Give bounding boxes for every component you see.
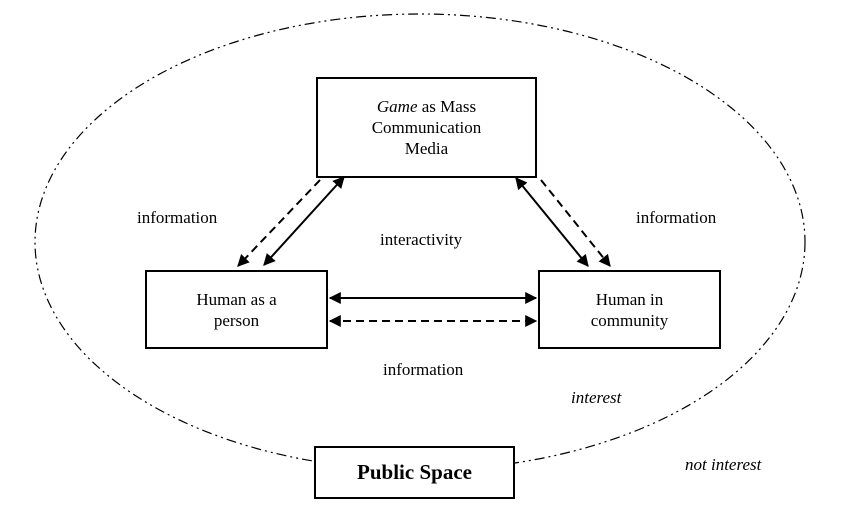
interactivity-label: interactivity xyxy=(380,230,463,249)
game-media-line1: as Mass xyxy=(417,97,477,116)
arrow-solid-game-community xyxy=(515,177,589,267)
arrow-dashed-game-to-person xyxy=(237,179,321,267)
arrow-dashed-game-to-community xyxy=(540,179,611,267)
human-community-line1: Human in xyxy=(595,289,664,309)
arrow-solid-game-person xyxy=(263,176,345,266)
human-community-box: Human in community xyxy=(538,270,721,349)
public-space-label: Public Space xyxy=(357,460,472,484)
interest-label: interest xyxy=(571,388,622,407)
right-information-label: information xyxy=(636,208,717,227)
bottom-information-label: information xyxy=(383,360,464,379)
human-community-line2: community xyxy=(590,310,669,330)
human-person-box: Human as a person xyxy=(145,270,328,349)
left-information-label: information xyxy=(137,208,218,227)
game-media-italic: Game xyxy=(376,97,418,116)
not-interest-label: not interest xyxy=(685,455,762,474)
public-space-box: Public Space xyxy=(314,446,515,499)
game-media-box: Game as Mass Communication Media xyxy=(316,77,537,178)
human-person-line1: Human as a xyxy=(196,289,277,309)
game-media-line3: Media xyxy=(404,139,449,158)
human-person-line2: person xyxy=(213,310,260,330)
game-media-line2: Communication xyxy=(371,118,482,137)
